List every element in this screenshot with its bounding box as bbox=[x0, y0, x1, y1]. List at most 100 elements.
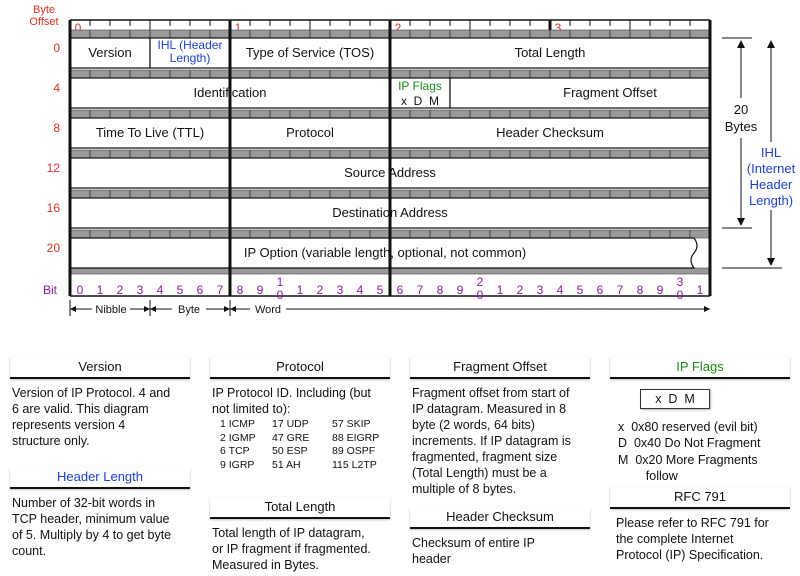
bit-number: 3 bbox=[337, 283, 344, 297]
protocol-id-entry: 51 AH bbox=[272, 458, 301, 471]
bit-number: 6 bbox=[397, 283, 404, 297]
field-tos-label: Type of Service (TOS) bbox=[246, 45, 374, 60]
ihl-arrow-head bbox=[767, 40, 775, 48]
field-ip-option bbox=[69, 237, 698, 269]
twenty-bytes-label: 20 bbox=[734, 102, 748, 117]
byte-marker: 1 bbox=[235, 21, 242, 35]
protocol-id-entry: 115 L2TP bbox=[332, 458, 377, 471]
bit-number: 2 bbox=[317, 283, 324, 297]
word-arrow-head bbox=[230, 306, 236, 312]
byte-arrow-head bbox=[150, 306, 156, 312]
byte-unit-label: Byte bbox=[178, 304, 200, 316]
bit-number: 4 bbox=[557, 283, 564, 297]
legend-header-length-body: Number of 32-bit words in TCP header, mi… bbox=[12, 496, 172, 558]
bit-number: 8 bbox=[437, 283, 444, 297]
field-ihl-label: IHL (Header bbox=[158, 38, 223, 52]
bit-number: 3 bbox=[137, 283, 144, 297]
legend-protocol-title: Protocol bbox=[210, 357, 390, 379]
twenty-bytes-arrow-head bbox=[737, 40, 745, 48]
legend-header-checksum-title: Header Checksum bbox=[410, 507, 590, 529]
word-label: Word bbox=[255, 304, 281, 316]
legend-total-length-title: Total Length bbox=[210, 497, 390, 519]
bit-number: 1 bbox=[497, 283, 504, 297]
legend-total-length: Total Length Total length of IP datagram… bbox=[210, 497, 390, 573]
protocol-id-entry: 2 IGMP bbox=[220, 431, 256, 444]
bit-number: 6 bbox=[597, 283, 604, 297]
nibble-arrow-head bbox=[144, 306, 150, 312]
bit-number: 2 bbox=[117, 283, 124, 297]
twenty-bytes-label: Bytes bbox=[725, 119, 758, 134]
twenty-bytes-label-bg bbox=[720, 98, 762, 138]
field-header-checksum bbox=[389, 117, 711, 149]
field-ihl-label: Length) bbox=[170, 51, 211, 65]
legend-rfc-body: Please refer to RFC 791 for the complete… bbox=[616, 516, 769, 562]
bit-number: 5 bbox=[377, 283, 384, 297]
legend-rfc: RFC 791 Please refer to RFC 791 for the … bbox=[610, 487, 790, 563]
bit-number: 5 bbox=[177, 283, 184, 297]
bit-number: 7 bbox=[217, 283, 224, 297]
bit-number: 0 bbox=[77, 283, 84, 297]
field-ip-flags-label: IP Flags bbox=[398, 79, 442, 93]
legend-protocol-body: IP Protocol ID. Including (but not limit… bbox=[212, 386, 371, 416]
legend-version: Version Version of IP Protocol. 4 and 6 … bbox=[10, 357, 190, 449]
bit-number: 9 bbox=[257, 283, 264, 297]
nibble-label: Nibble bbox=[95, 304, 126, 316]
ihl-note-label: IHL bbox=[761, 145, 781, 160]
legend-version-body: Version of IP Protocol. 4 and 6 are vali… bbox=[12, 386, 171, 448]
bit-number: 6 bbox=[197, 283, 204, 297]
field-fragment-offset-label: Fragment Offset bbox=[563, 85, 657, 100]
legend-rfc-title: RFC 791 bbox=[610, 487, 790, 509]
bit-label: Bit bbox=[43, 283, 58, 297]
protocol-id-entry: 50 ESP bbox=[272, 445, 308, 457]
byte-marker: 2 bbox=[395, 21, 402, 35]
protocol-id-entry: 6 TCP bbox=[220, 445, 250, 457]
bit-number: 7 bbox=[417, 283, 424, 297]
ihl-note-bg bbox=[744, 142, 800, 210]
legend-ip-flags: IP Flags x D M x 0x80 reserved (evil bit… bbox=[610, 357, 790, 483]
ihl-note-label: (Internet bbox=[747, 161, 796, 176]
nibble-arrow-head bbox=[70, 306, 76, 312]
field-protocol-label: Protocol bbox=[286, 125, 334, 140]
bit-number: 8 bbox=[637, 283, 644, 297]
bit-number: 7 bbox=[617, 283, 624, 297]
row-offset-label: 20 bbox=[47, 241, 61, 255]
row-offset-label: 0 bbox=[53, 41, 60, 55]
legend-fragment-offset: Fragment Offset Fragment offset from sta… bbox=[410, 357, 590, 497]
protocol-id-entry: 9 IGRP bbox=[220, 458, 255, 471]
bit-number: 0 bbox=[277, 288, 284, 302]
bit-number: 9 bbox=[657, 283, 664, 297]
field-version-label: Version bbox=[88, 45, 131, 60]
legend-version-title: Version bbox=[10, 357, 190, 379]
byte-offset-label: Byte bbox=[33, 4, 55, 16]
bit-number: 3 bbox=[677, 275, 684, 289]
legend-fragment-offset-title: Fragment Offset bbox=[410, 357, 590, 379]
bit-number: 9 bbox=[457, 283, 464, 297]
bit-number: 1 bbox=[697, 283, 704, 297]
nibble-label-bg bbox=[92, 303, 130, 315]
row-offset-label: 8 bbox=[53, 121, 60, 135]
field-header-checksum-label: Header Checksum bbox=[496, 125, 604, 140]
legend-total-length-body: Total length of IP datagram, or IP fragm… bbox=[212, 526, 371, 572]
field-ttl bbox=[69, 117, 231, 149]
field-total-length-label: Total Length bbox=[515, 45, 586, 60]
byte-marker: 3 bbox=[555, 21, 562, 35]
bit-number: 8 bbox=[237, 283, 244, 297]
field-tos bbox=[229, 37, 391, 69]
legend-flag-item-m: M 0x20 More Fragments follow bbox=[618, 453, 758, 483]
byte-offset-label: Offset bbox=[29, 16, 58, 28]
protocol-id-entry: 89 OSPF bbox=[332, 445, 376, 457]
ihl-arrow-head bbox=[767, 258, 775, 266]
byte-arrow-head bbox=[224, 306, 230, 312]
bit-number: 1 bbox=[277, 275, 284, 289]
legend-flag-item-x: x 0x80 reserved (evil bit) bbox=[618, 420, 758, 434]
legend-fragment-offset-body: Fragment offset from start of IP datagra… bbox=[412, 386, 571, 496]
legend-flag-box: x D M bbox=[640, 389, 710, 409]
row-offset-label: 4 bbox=[53, 81, 60, 95]
bit-number: 4 bbox=[157, 283, 164, 297]
legend-header-checksum-body: Checksum of entire IP header bbox=[412, 536, 535, 566]
field-flag-bits-label: x D M bbox=[401, 94, 439, 108]
field-protocol bbox=[229, 117, 391, 149]
